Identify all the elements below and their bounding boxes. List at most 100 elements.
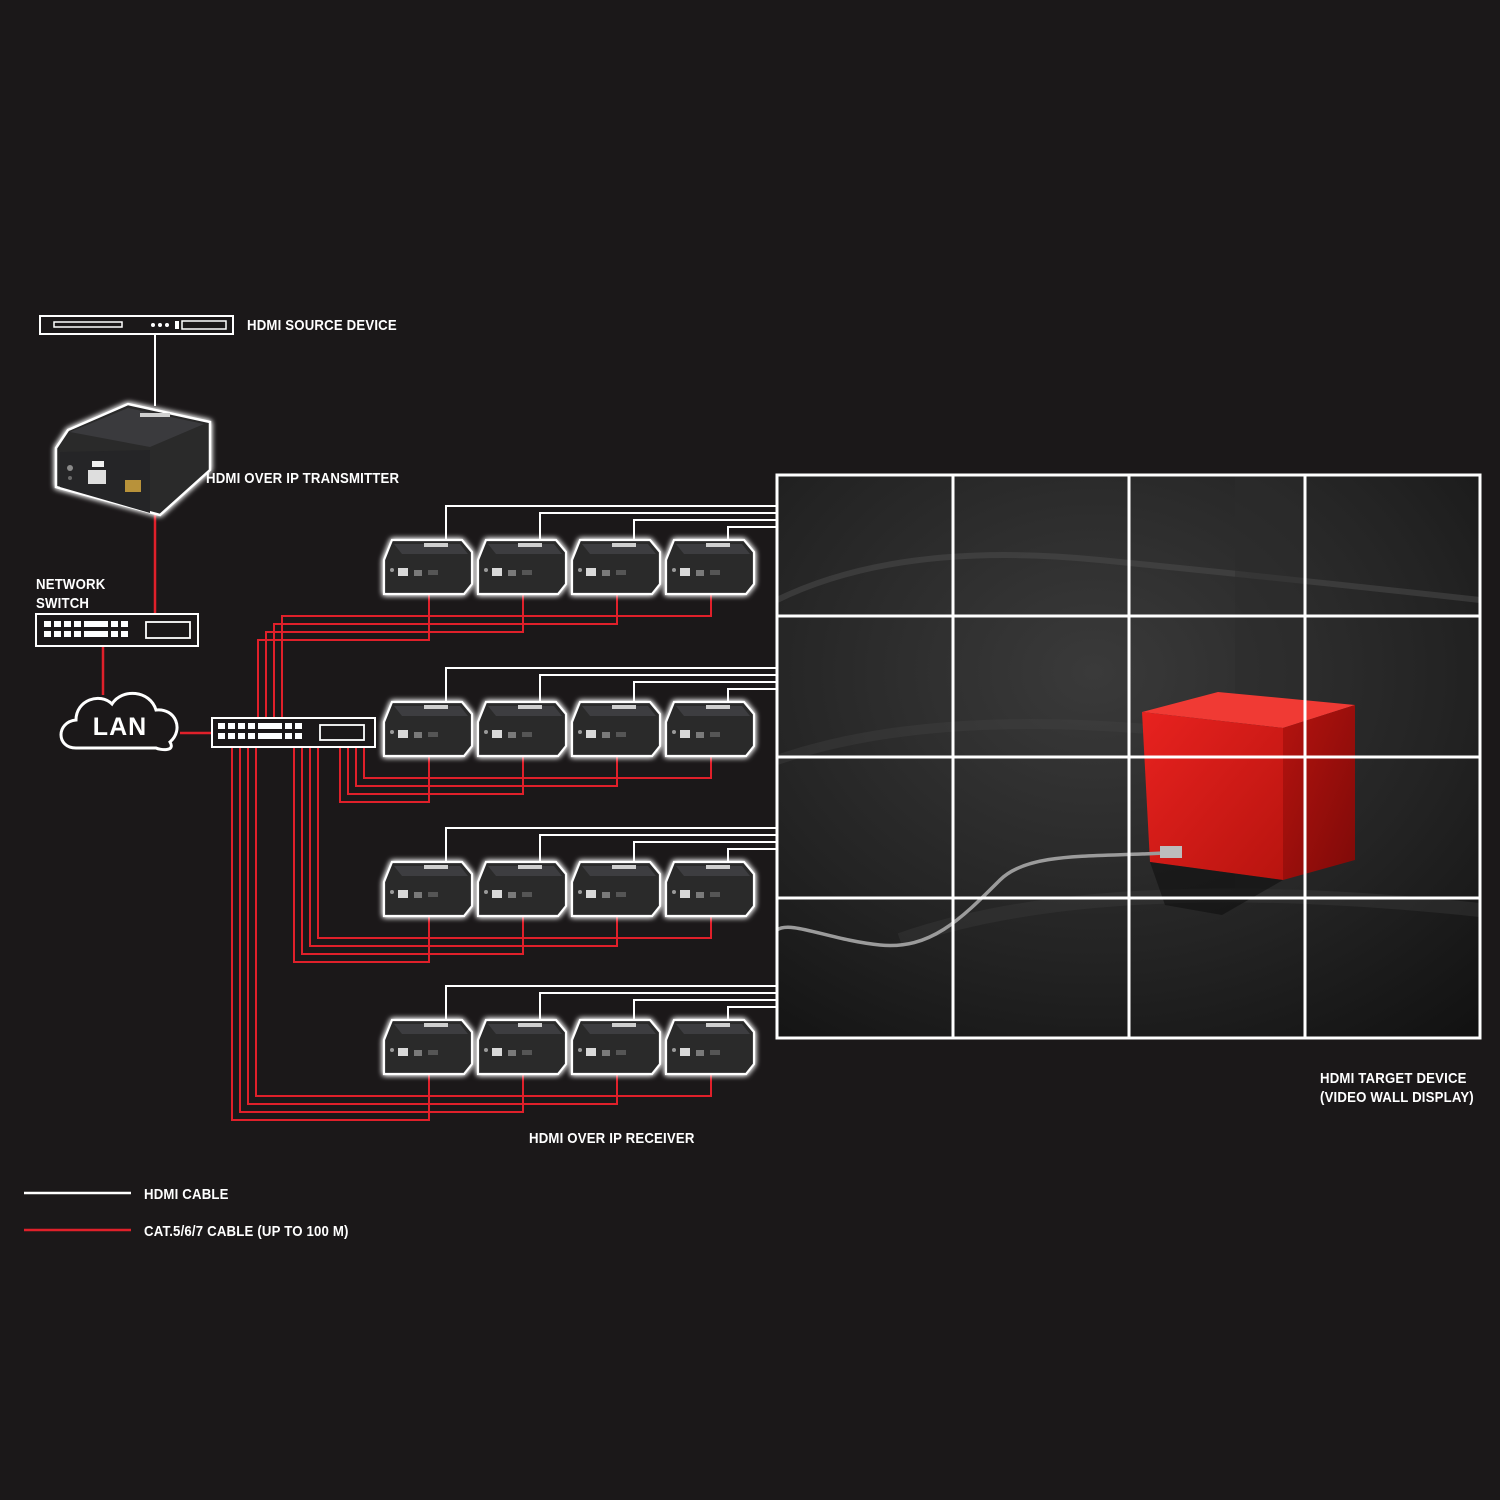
- video-wall-grid: [775, 473, 1482, 1040]
- source-device-label: HDMI SOURCE DEVICE: [247, 317, 397, 334]
- receiver-label: HDMI OVER IP RECEIVER: [529, 1130, 695, 1147]
- switch-port: [64, 621, 71, 627]
- hdmi-over-ip-receiver: [478, 862, 566, 916]
- switch-port: [111, 631, 118, 637]
- switch-port: [228, 723, 235, 729]
- switch-port: [91, 631, 98, 637]
- hdmi-over-ip-transmitter: [54, 402, 212, 517]
- cat-cable: [255, 747, 712, 1097]
- network-switch-label-line1: NETWORK: [36, 576, 106, 593]
- network-switch-small: [35, 613, 199, 647]
- switch-port: [84, 621, 91, 627]
- hdmi-cable: [727, 526, 777, 544]
- switch-port: [54, 631, 61, 637]
- switch-port: [265, 723, 272, 729]
- cat-cable: [293, 747, 430, 963]
- cat-cable: [247, 747, 618, 1105]
- hdmi-cable: [539, 674, 777, 706]
- switch-port: [218, 723, 225, 729]
- switch-port: [84, 631, 91, 637]
- hdmi-cable: [445, 985, 777, 1024]
- hdmi-cable: [727, 1006, 777, 1024]
- hdmi-cable: [445, 827, 777, 866]
- switch-port: [74, 621, 81, 627]
- switch-port: [295, 723, 302, 729]
- hdmi-over-ip-receiver: [572, 540, 660, 594]
- cat-cable: [301, 747, 524, 955]
- switch-port: [275, 733, 282, 739]
- hdmi-over-ip-receiver: [384, 1020, 472, 1074]
- target-device-label-line2: (VIDEO WALL DISPLAY): [1320, 1089, 1474, 1106]
- switch-port: [74, 631, 81, 637]
- cat-cable: [239, 747, 524, 1113]
- hdmi-cable: [633, 999, 777, 1024]
- hdmi-over-ip-receiver: [666, 702, 754, 756]
- switch-port: [238, 733, 245, 739]
- cat-cable: [265, 592, 524, 747]
- switch-port: [54, 621, 61, 627]
- cat-cable: [309, 747, 618, 947]
- hdmi-cable: [633, 519, 777, 544]
- hdmi-cable: [445, 505, 777, 544]
- hdmi-over-ip-receiver: [572, 702, 660, 756]
- switch-port: [121, 631, 128, 637]
- switch-port: [111, 621, 118, 627]
- switch-port: [238, 723, 245, 729]
- switch-port: [228, 733, 235, 739]
- hdmi-cable: [539, 834, 777, 866]
- switch-port: [248, 723, 255, 729]
- legend-cat-label: CAT.5/6/7 CABLE (UP TO 100 M): [144, 1223, 349, 1240]
- lan-cloud: [59, 691, 179, 752]
- switch-port: [121, 621, 128, 627]
- switch-port: [265, 733, 272, 739]
- video-wall: [775, 473, 1482, 1040]
- target-device-label: HDMI TARGET DEVICE (VIDEO WALL DISPLAY): [1320, 1069, 1474, 1107]
- switch-port: [285, 723, 292, 729]
- hdmi-over-ip-receiver: [478, 702, 566, 756]
- transmitter-label: HDMI OVER IP TRANSMITTER: [206, 470, 400, 487]
- hdmi-over-ip-receiver: [666, 1020, 754, 1074]
- switch-port: [44, 631, 51, 637]
- switch-port: [101, 621, 108, 627]
- hdmi-cable: [727, 848, 777, 866]
- cat-cable: [363, 747, 712, 779]
- cat-cables: [231, 592, 712, 1121]
- network-switch-label-line2: SWITCH: [36, 595, 90, 612]
- hdmi-over-ip-receiver: [384, 540, 472, 594]
- cat-cable: [273, 592, 618, 747]
- hdmi-over-ip-receiver: [572, 862, 660, 916]
- cat-cable: [355, 747, 618, 787]
- cat-cable: [281, 592, 712, 747]
- cat-cable: [347, 747, 524, 795]
- hdmi-over-ip-receiver: [666, 862, 754, 916]
- network-switch-main: [211, 717, 376, 748]
- hdmi-over-ip-receiver: [478, 540, 566, 594]
- power-cable: [775, 850, 1181, 948]
- hdmi-cable: [727, 688, 777, 706]
- red-cube: [1142, 692, 1355, 915]
- hdmi-source-device: [39, 315, 234, 335]
- switch-port: [101, 631, 108, 637]
- switch-port: [258, 733, 265, 739]
- switch-port: [218, 733, 225, 739]
- hdmi-cable: [633, 841, 777, 866]
- hdmi-over-ip-receiver: [572, 1020, 660, 1074]
- switch-port: [91, 621, 98, 627]
- switch-port: [248, 733, 255, 739]
- switch-port: [285, 733, 292, 739]
- hdmi-cable: [539, 512, 777, 544]
- hdmi-cable: [633, 681, 777, 706]
- lan-label: LAN: [92, 713, 148, 741]
- switch-port: [275, 723, 282, 729]
- hdmi-over-ip-receiver: [384, 702, 472, 756]
- legend-hdmi-label: HDMI CABLE: [144, 1186, 229, 1203]
- switch-port: [258, 723, 265, 729]
- target-device-label-line1: HDMI TARGET DEVICE: [1320, 1070, 1467, 1087]
- hdmi-cables: [445, 505, 777, 1024]
- hdmi-over-ip-receiver: [384, 862, 472, 916]
- hdmi-over-ip-receiver: [666, 540, 754, 594]
- hdmi-cable: [539, 992, 777, 1024]
- cat-cable: [317, 747, 712, 939]
